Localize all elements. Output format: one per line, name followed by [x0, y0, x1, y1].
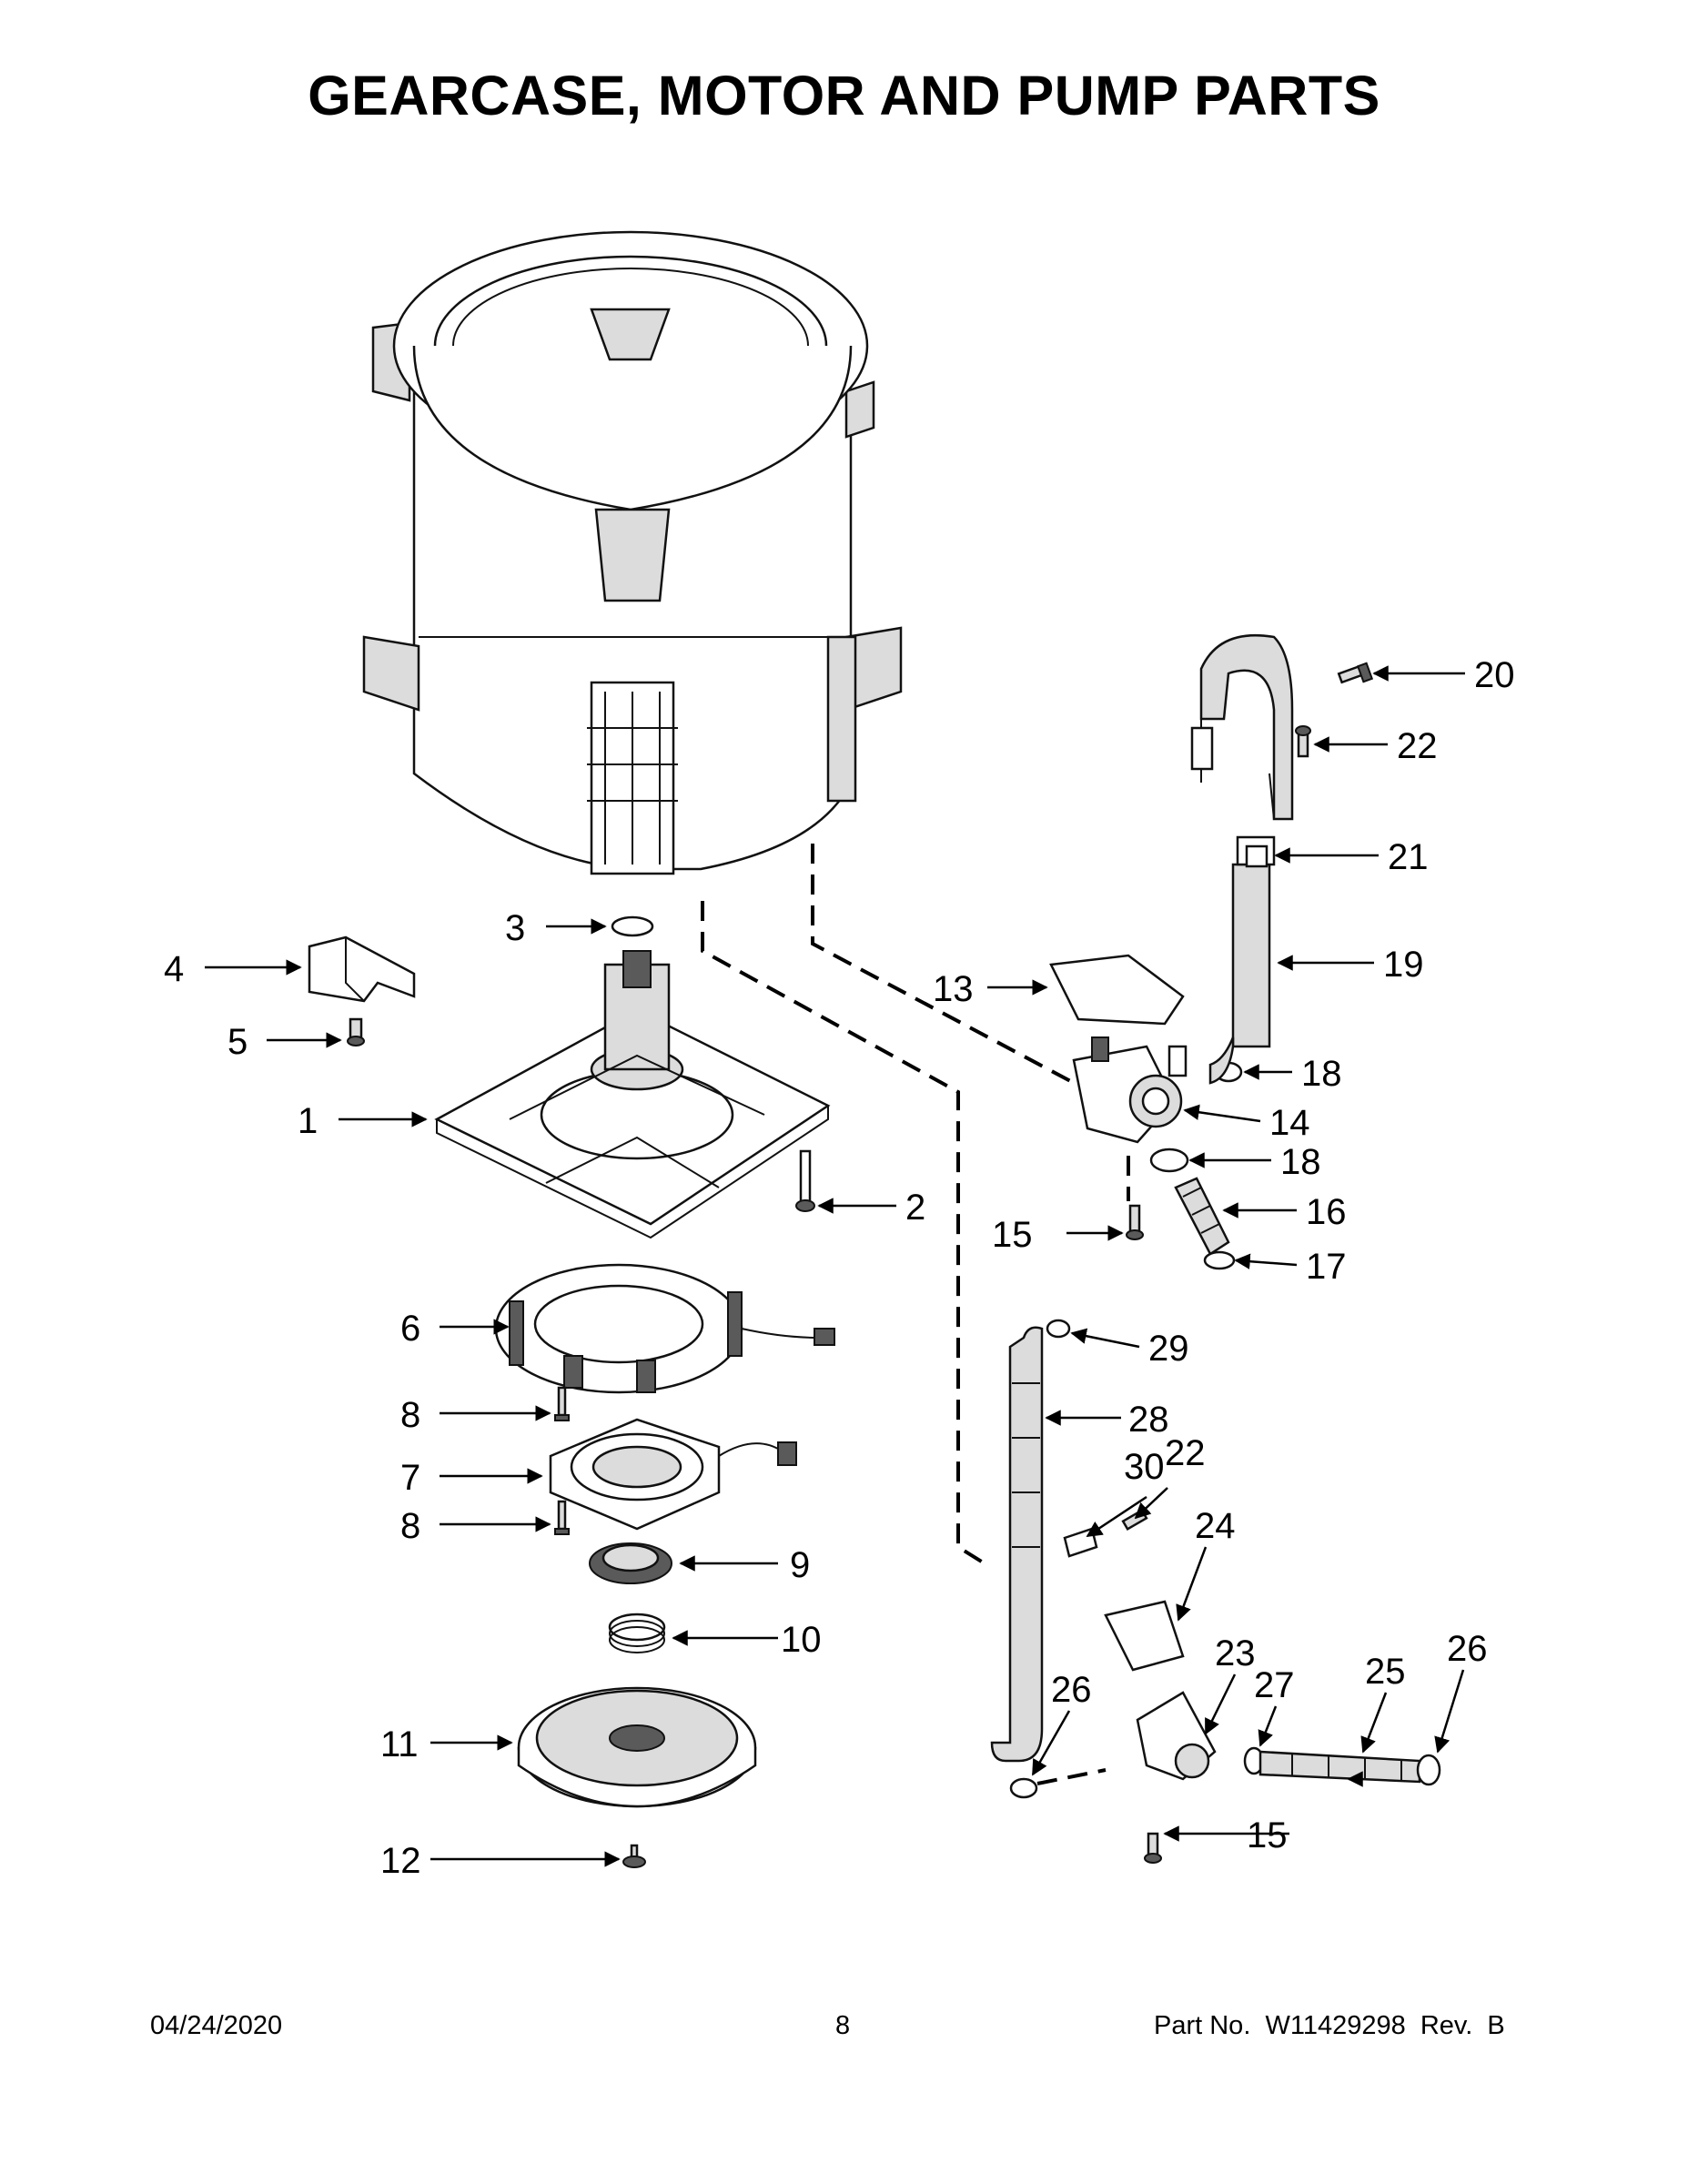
callout-24: 24	[1195, 1506, 1236, 1546]
callout-7: 7	[400, 1458, 420, 1498]
callout-30: 30	[1124, 1447, 1165, 1487]
rotor-part-11	[517, 1686, 757, 1808]
footer-date: 04/24/2020	[150, 2011, 283, 2040]
screw-part-15-upper	[1126, 1204, 1144, 1240]
callout-18-upper: 18	[1301, 1054, 1342, 1094]
callout-5: 5	[227, 1022, 248, 1062]
screw-part-22-upper	[1295, 725, 1311, 758]
screw-part-5	[347, 1017, 365, 1046]
callout-12: 12	[380, 1841, 421, 1881]
callout-27: 27	[1254, 1665, 1295, 1705]
bracket-part-4	[308, 935, 416, 1003]
callout-29: 29	[1148, 1329, 1189, 1369]
screw-part-8-upper	[554, 1386, 570, 1421]
pump-part-23	[1136, 1691, 1217, 1781]
callout-6: 6	[400, 1309, 420, 1349]
screw-part-20	[1337, 662, 1374, 684]
callout-13: 13	[933, 969, 974, 1009]
callout-15-lower: 15	[1247, 1815, 1288, 1855]
callout-10: 10	[781, 1620, 822, 1660]
callout-14: 14	[1269, 1103, 1310, 1143]
hose-part-25	[1258, 1750, 1421, 1784]
screw-part-8-lower	[554, 1500, 570, 1535]
callout-22-lower: 22	[1165, 1433, 1206, 1473]
bracket-part-24	[1104, 1600, 1185, 1672]
callout-16: 16	[1306, 1192, 1347, 1232]
callout-23: 23	[1215, 1633, 1256, 1673]
callout-4: 4	[164, 949, 184, 989]
callout-8-lower: 8	[400, 1506, 420, 1546]
callout-17: 17	[1306, 1247, 1347, 1287]
callout-26-right: 26	[1447, 1629, 1488, 1669]
footer-page-number: 8	[835, 2011, 851, 2040]
seal-part-3	[611, 915, 654, 937]
screw-part-15-lower	[1144, 1832, 1162, 1864]
callout-26-left: 26	[1051, 1670, 1092, 1710]
callout-1: 1	[298, 1101, 318, 1141]
stator-part-6	[494, 1263, 835, 1394]
callout-2: 2	[905, 1188, 925, 1228]
assembly-dashed-lines	[701, 844, 1130, 1785]
callout-20: 20	[1474, 655, 1515, 695]
bolt-part-2	[795, 1149, 815, 1212]
callout-19: 19	[1383, 945, 1424, 985]
bracket-plate-part-13	[1049, 954, 1185, 1026]
callout-labels: 1 2 3 4 5 6 7 8 8 9 10 11 12 13 14 15 15…	[164, 655, 1515, 1881]
callout-25: 25	[1365, 1652, 1406, 1692]
hose-part-16	[1174, 1177, 1230, 1256]
page-title: GEARCASE, MOTOR AND PUMP PARTS	[308, 65, 1380, 126]
drain-hose-part-19	[1190, 633, 1294, 1085]
outer-tub	[362, 230, 903, 875]
clamp-part-29	[1046, 1319, 1071, 1339]
callout-28: 28	[1128, 1400, 1169, 1440]
ring-part-10	[608, 1613, 666, 1653]
sensor-plate-part-7	[549, 1418, 797, 1531]
coupler-part-9	[589, 1542, 672, 1584]
callout-9: 9	[790, 1545, 810, 1585]
gearcase-part-1	[434, 950, 831, 1239]
callout-22-upper: 22	[1397, 726, 1438, 766]
callout-3: 3	[505, 908, 525, 948]
screw-part-12	[622, 1844, 646, 1868]
callout-21: 21	[1388, 837, 1429, 877]
callout-11: 11	[380, 1724, 419, 1764]
callout-18-lower: 18	[1280, 1142, 1321, 1182]
clamp-part-17	[1203, 1250, 1236, 1270]
clamp-part-26-right	[1416, 1754, 1441, 1786]
callout-15-upper: 15	[992, 1215, 1033, 1255]
callout-8-upper: 8	[400, 1395, 420, 1435]
clip-part-21	[1245, 844, 1269, 868]
leader-lines	[205, 665, 1465, 1867]
footer-part-number: Part No. W11429298 Rev. B	[1154, 2011, 1505, 2040]
clamp-part-18-lower	[1149, 1148, 1189, 1173]
clamp-part-26-left	[1009, 1777, 1038, 1799]
drain-hose-part-28	[990, 1326, 1044, 1763]
pump-part-14	[1072, 1036, 1188, 1144]
screw-part-22-lower	[1121, 1508, 1148, 1532]
